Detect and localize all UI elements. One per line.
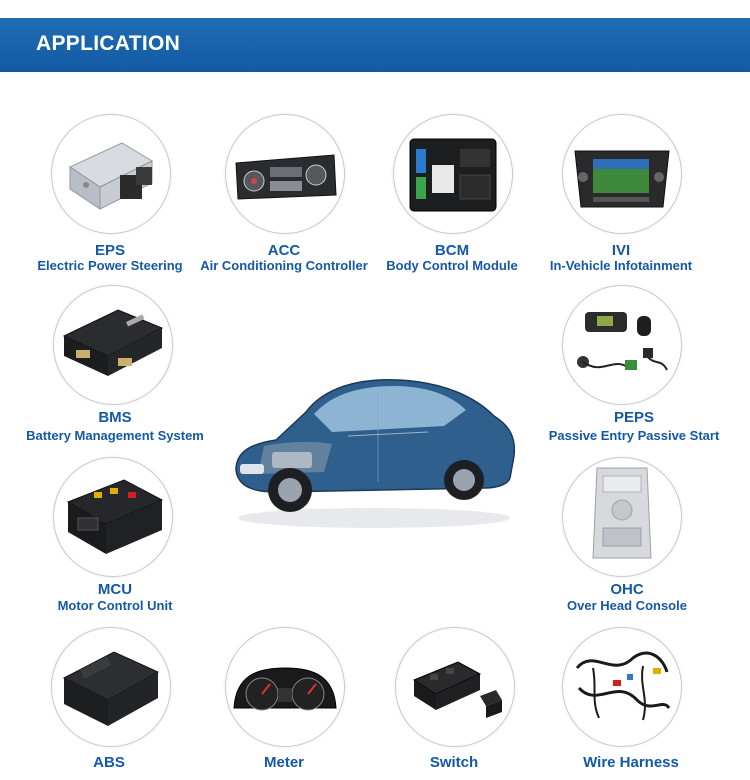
bcm-module-image bbox=[393, 114, 513, 234]
bms-unit-image bbox=[53, 285, 173, 405]
bms-abbr: BMS bbox=[98, 409, 132, 426]
app-meter: Meter bbox=[184, 627, 384, 777]
abs-abbr: ABS bbox=[93, 754, 125, 771]
eps-unit-image bbox=[51, 114, 171, 234]
abs-module-image bbox=[51, 627, 171, 747]
mcu-abbr: MCU bbox=[97, 581, 133, 598]
header-banner: APPLICATION bbox=[0, 18, 750, 72]
switch-image bbox=[395, 627, 515, 747]
app-eps: EPS Electric Power Steering bbox=[10, 114, 210, 279]
bcm-abbr: BCM bbox=[434, 242, 470, 259]
ohc-console-image bbox=[562, 457, 682, 577]
app-mcu: MCU Motor Control Unit bbox=[15, 457, 215, 617]
bms-full-name: Battery Management System bbox=[26, 428, 204, 443]
mcu-controller-image bbox=[53, 457, 173, 577]
app-ivi: IVI In-Vehicle Infotainment bbox=[521, 114, 721, 279]
ivi-headunit-image bbox=[562, 114, 682, 234]
acc-full-name: Air Conditioning Controller bbox=[200, 258, 368, 273]
app-switch: Switch bbox=[354, 627, 554, 777]
peps-abbr: PEPS bbox=[613, 409, 655, 426]
eps-abbr: EPS bbox=[94, 242, 125, 259]
meter-cluster-image bbox=[225, 627, 345, 747]
harness-abbr: Wire Harness bbox=[583, 754, 679, 771]
page-title: APPLICATION bbox=[36, 32, 181, 55]
ohc-abbr: OHC bbox=[610, 581, 644, 598]
acc-panel-image bbox=[225, 114, 345, 234]
eps-full-name: Electric Power Steering bbox=[37, 258, 183, 273]
mcu-full-name: Motor Control Unit bbox=[57, 598, 173, 613]
app-bcm: BCM Body Control Module bbox=[352, 114, 552, 279]
peps-kit-image bbox=[562, 285, 682, 405]
app-ohc: OHC Over Head Console bbox=[527, 457, 727, 617]
xray-car-image bbox=[228, 352, 520, 530]
app-bms: BMS Battery Management System bbox=[15, 285, 215, 450]
acc-abbr: ACC bbox=[267, 242, 301, 259]
ivi-abbr: IVI bbox=[611, 242, 631, 259]
ivi-full-name: In-Vehicle Infotainment bbox=[549, 258, 693, 273]
switch-abbr: Switch bbox=[429, 754, 479, 771]
app-harness: Wire Harness bbox=[531, 627, 731, 777]
harness-image bbox=[562, 627, 682, 747]
app-abs: ABS bbox=[9, 627, 209, 777]
ohc-full-name: Over Head Console bbox=[567, 598, 687, 613]
meter-abbr: Meter bbox=[263, 754, 304, 771]
peps-full-name: Passive Entry Passive Start bbox=[548, 428, 720, 443]
app-peps: PEPS Passive Entry Passive Start bbox=[534, 285, 734, 450]
bcm-full-name: Body Control Module bbox=[386, 258, 518, 273]
app-acc: ACC Air Conditioning Controller bbox=[184, 114, 384, 279]
